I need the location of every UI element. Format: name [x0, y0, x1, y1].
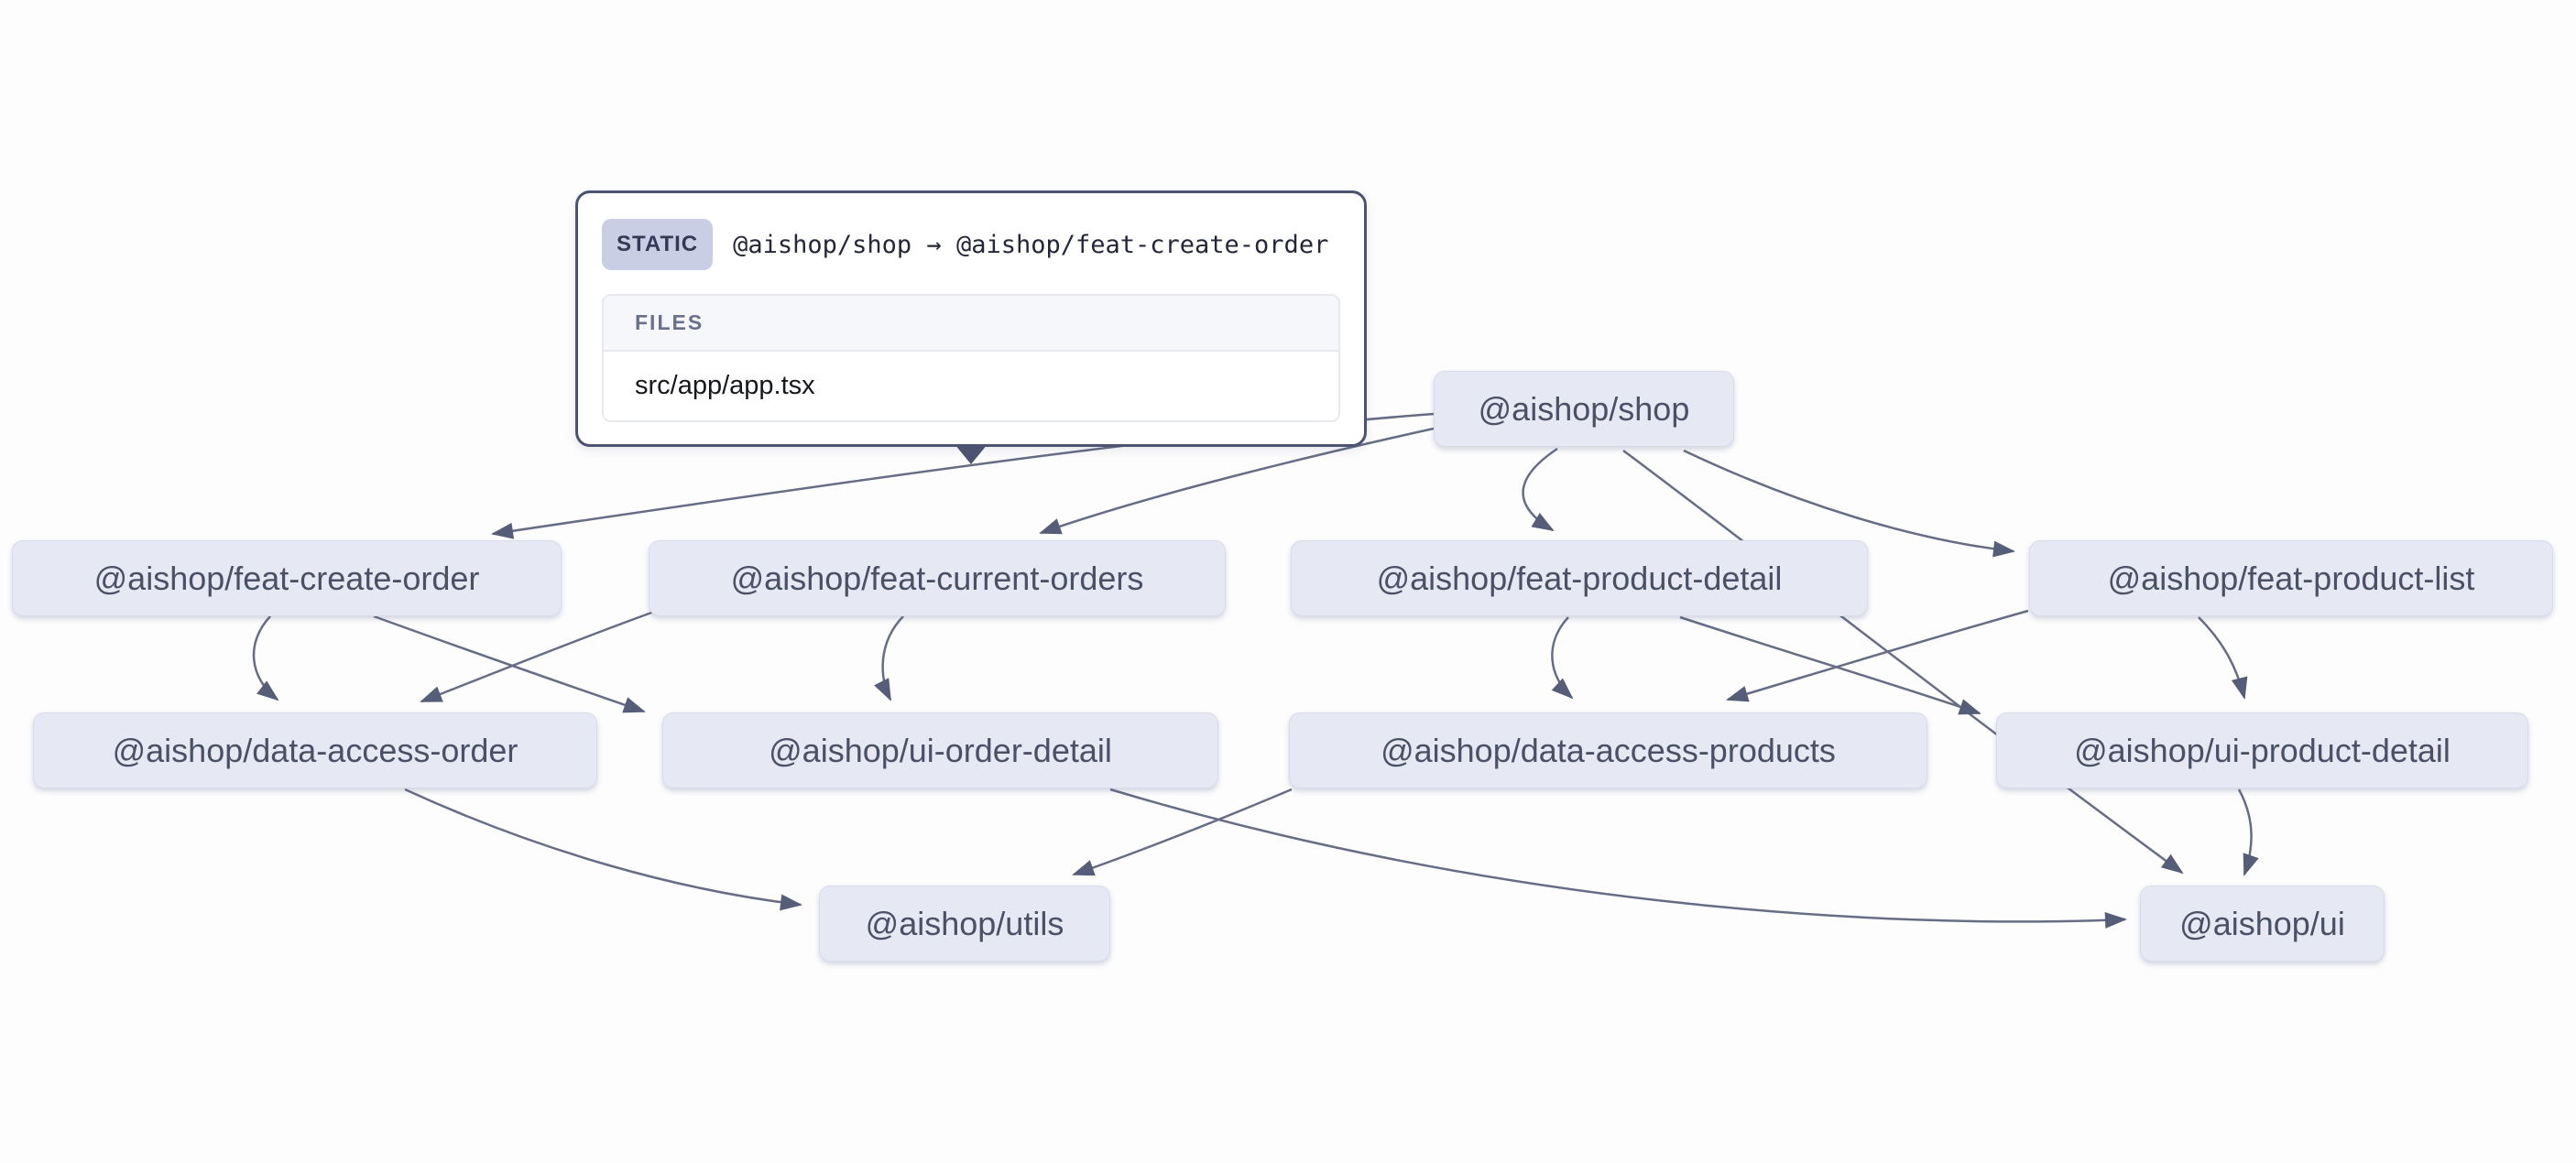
files-panel: FILES src/app/app.tsx: [602, 294, 1340, 422]
edge-shop-to-feat-product-detail[interactable]: [1522, 447, 1558, 532]
graph-node-feat-create-order[interactable]: @aishop/feat-create-order: [12, 540, 562, 616]
edge-relation-text: @aishop/shop → @aishop/feat-create-order: [733, 230, 1329, 259]
graph-node-data-access-order[interactable]: @aishop/data-access-order: [33, 712, 597, 788]
files-label: FILES: [635, 310, 704, 334]
edge-feat-product-detail-to-ui-product-detail[interactable]: [1679, 615, 1981, 715]
edge-data-access-order-to-utils[interactable]: [404, 788, 802, 911]
edge-feat-create-order-to-data-access-order[interactable]: [252, 615, 279, 701]
edge-feat-current-orders-to-data-access-order[interactable]: [420, 610, 655, 703]
tooltip-caret-icon: [955, 444, 988, 464]
edges-group: [252, 412, 2259, 929]
graph-node-ui[interactable]: @aishop/ui: [2140, 886, 2385, 962]
graph-node-ui-order-detail[interactable]: @aishop/ui-order-detail: [662, 712, 1218, 788]
edge-ui-order-detail-to-ui[interactable]: [1109, 788, 2127, 929]
edge-ui-product-detail-to-ui[interactable]: [2237, 788, 2259, 876]
tooltip-header: STATIC @aishop/shop → @aishop/feat-creat…: [602, 219, 1340, 270]
files-header: FILES: [604, 296, 1338, 352]
graph-node-feat-current-orders[interactable]: @aishop/feat-current-orders: [649, 540, 1226, 616]
edge-type-badge: STATIC: [602, 219, 714, 270]
edge-data-access-products-to-utils[interactable]: [1072, 788, 1293, 876]
graph-node-feat-product-list[interactable]: @aishop/feat-product-list: [2029, 540, 2553, 616]
edge-tooltip: STATIC @aishop/shop → @aishop/feat-creat…: [575, 190, 1367, 464]
graph-node-feat-product-detail[interactable]: @aishop/feat-product-detail: [1291, 540, 1868, 616]
edge-feat-current-orders-to-ui-order-detail[interactable]: [874, 615, 904, 701]
file-path: src/app/app.tsx: [604, 352, 1338, 420]
graph-node-utils[interactable]: @aishop/utils: [819, 886, 1110, 962]
edge-shop-to-feat-current-orders[interactable]: [1039, 427, 1435, 535]
edge-shop-to-ui[interactable]: [1622, 449, 2184, 875]
edge-feat-product-list-to-ui-product-detail[interactable]: [2198, 616, 2248, 700]
graph-node-ui-product-detail[interactable]: @aishop/ui-product-detail: [1996, 712, 2528, 788]
graph-node-shop[interactable]: @aishop/shop: [1434, 371, 1734, 447]
edge-shop-to-feat-product-list[interactable]: [1683, 449, 2015, 558]
edge-feat-product-list-to-data-access-products[interactable]: [1726, 609, 2029, 702]
edge-feat-product-detail-to-data-access-products[interactable]: [1551, 616, 1574, 700]
graph-node-data-access-products[interactable]: @aishop/data-access-products: [1289, 712, 1927, 788]
